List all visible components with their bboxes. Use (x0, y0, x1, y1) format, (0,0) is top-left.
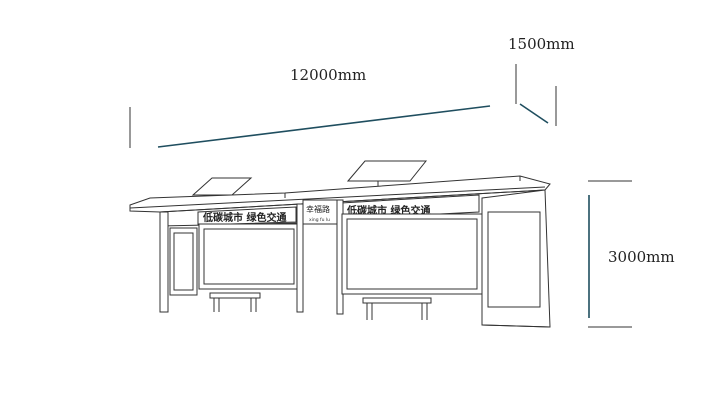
center-column-left (296, 203, 304, 313)
bench-left (209, 292, 261, 312)
left-sign-panel: 低碳城市 绿色交通 (197, 206, 297, 226)
dimension-depth: 1500mm (508, 35, 575, 126)
right-ad-board (341, 213, 483, 295)
solar-panel-right (346, 160, 428, 186)
dimension-height: 3000mm (588, 180, 675, 328)
left-end-column (159, 211, 169, 313)
left-side-panel (169, 227, 198, 296)
left-ad-board (198, 223, 300, 290)
depth-dimension-line (519, 103, 549, 124)
left-sign-text: 低碳城市 绿色交通 (202, 211, 286, 224)
length-label: 12000mm (290, 66, 366, 84)
dimension-length: 12000mm (129, 66, 491, 148)
bench-right (362, 297, 432, 320)
depth-label: 1500mm (508, 35, 575, 53)
right-side-panel (481, 189, 551, 328)
length-dimension-line (157, 105, 491, 148)
station-pinyin: xing fu lu (309, 217, 330, 223)
height-label: 3000mm (608, 248, 675, 266)
ground-line (160, 311, 551, 328)
roof (129, 175, 551, 213)
station-name: 幸福路 (306, 204, 330, 214)
station-name-sign: 幸福路 xing fu lu (302, 199, 338, 225)
